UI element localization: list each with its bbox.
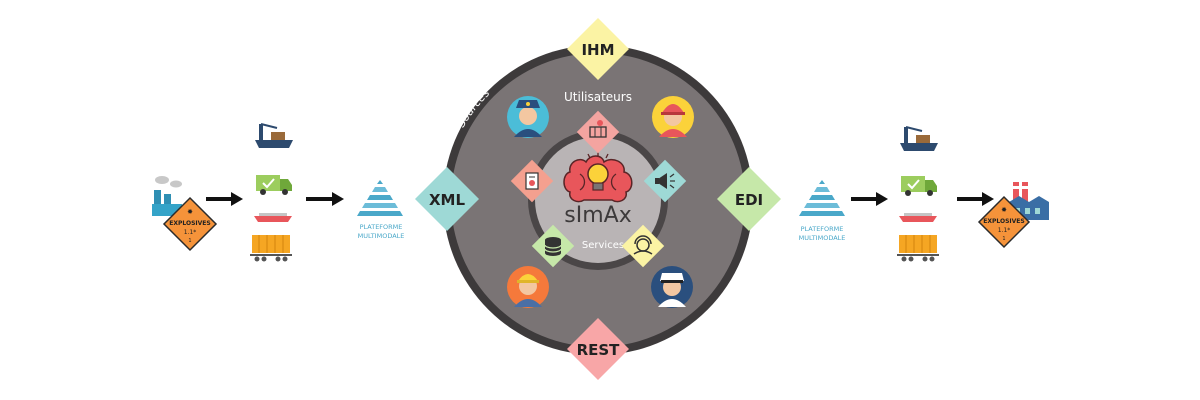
hazmat-left-line3: 1 [188,238,191,244]
hazmat-left: ✸ EXPLOSIVES 1.1* 1 [162,196,218,252]
cargo-ship-icon [900,126,938,151]
arrow-1 [206,192,243,206]
truck-icon [256,175,292,195]
barge-icon [899,213,937,222]
pyramid-icon [799,180,845,216]
rest-label: REST [577,341,621,359]
cargo-ship-icon [255,123,293,148]
megaphone-icon [655,173,675,189]
map-icon [589,120,607,138]
center-title: sImAx [564,203,631,228]
pyramid-icon [357,180,403,216]
hazmat-right-line1: EXPLOSIVES [983,218,1024,225]
firefighter-icon[interactable] [652,96,694,138]
ihm-label: IHM [581,41,614,59]
platform-left-line1: PLATEFORME [360,223,403,231]
arrow-3 [851,192,888,206]
bomb-glyph: ✸ [1001,206,1007,214]
arrow-2 [306,192,344,206]
truck-icon [901,176,937,196]
rest-interface[interactable]: REST [567,318,629,380]
bomb-glyph: ✸ [187,208,193,216]
database-icon [544,237,562,256]
barge-icon [254,213,292,222]
captain-icon[interactable] [651,266,693,308]
container-railcar-icon [897,235,939,262]
police-officer-icon[interactable] [507,96,549,138]
services-label: Services [582,240,624,251]
container-railcar-icon [250,235,292,262]
ihm-interface[interactable]: IHM [567,18,629,80]
hazmat-right-line2: 1.1* [998,227,1011,234]
platform-right-line1: PLATEFORME [801,225,844,233]
edi-interface[interactable]: EDI [717,167,781,231]
worker-icon[interactable] [507,266,549,308]
xml-label: XML [429,191,465,209]
hazmat-right-line3: 1 [1002,236,1005,242]
edi-label: EDI [735,191,763,209]
headset-icon [633,235,653,255]
users-label: Utilisateurs [564,90,632,104]
hazmat-right: ✸ EXPLOSIVES 1.1* 1 [977,195,1031,249]
platform-right-line2: MULTIMODALE [799,234,846,242]
hazmat-left-line1: EXPLOSIVES [169,220,210,227]
xml-interface[interactable]: XML [415,167,479,231]
document-icon [525,172,539,190]
platform-left-line2: MULTIMODALE [358,232,405,240]
hazmat-left-line2: 1.1* [184,229,197,236]
arrow-4 [957,192,994,206]
